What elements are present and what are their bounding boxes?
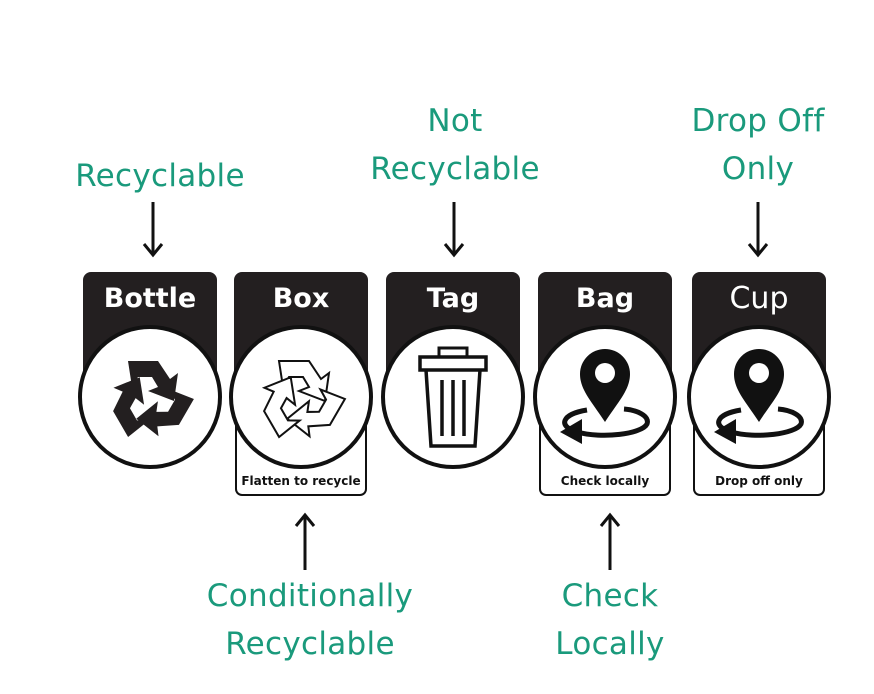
recycle-outline-icon — [229, 325, 373, 469]
label-line: Recyclable — [370, 151, 540, 187]
trash-bin-icon — [381, 325, 525, 469]
arrow-up-icon — [294, 512, 316, 570]
card-title: Bottle — [103, 283, 197, 314]
card-title: Bag — [575, 283, 635, 314]
label-recyclable: Recyclable — [50, 152, 270, 200]
label-drop-off-only: Drop Off Only — [648, 97, 868, 193]
label-line: Recyclable — [75, 158, 245, 194]
location-pin-return-icon — [687, 325, 831, 469]
label-line: Not — [427, 103, 483, 139]
label-line: Recyclable — [225, 626, 395, 662]
label-not-recyclable: Not Recyclable — [345, 97, 565, 193]
card-title: Tag — [426, 283, 480, 314]
card-title: Box — [272, 283, 330, 314]
label-line: Check — [561, 578, 659, 614]
footer-text: Check locally — [560, 474, 650, 488]
label-line: Drop Off — [691, 103, 825, 139]
arrow-down-icon — [142, 202, 164, 258]
card-title: Cup — [729, 281, 789, 316]
arrow-up-icon — [599, 512, 621, 570]
label-line: Conditionally — [206, 578, 414, 614]
label-line: Locally — [555, 626, 665, 662]
label-line: Only — [721, 151, 795, 187]
arrow-down-icon — [747, 202, 769, 258]
recycle-solid-icon — [78, 325, 222, 469]
arrow-down-icon — [443, 202, 465, 258]
footer-text: Flatten to recycle — [241, 474, 361, 488]
label-conditionally-recyclable: Conditionally Recyclable — [180, 572, 440, 668]
location-pin-return-icon — [533, 325, 677, 469]
footer-text: Drop off only — [715, 474, 803, 488]
label-check-locally: Check Locally — [500, 572, 720, 668]
